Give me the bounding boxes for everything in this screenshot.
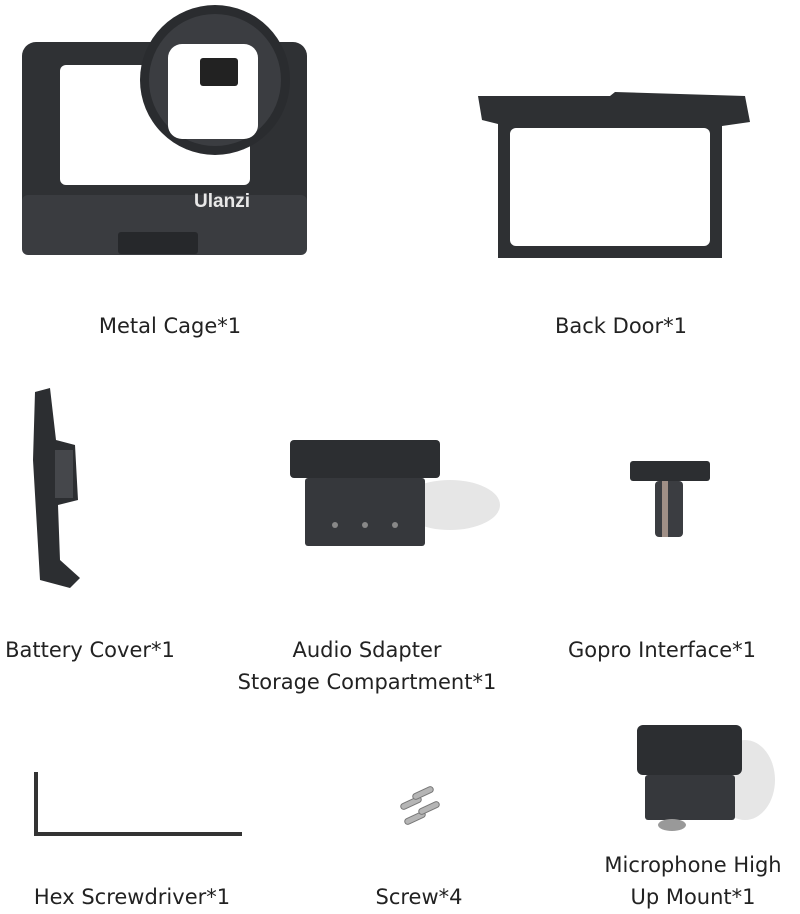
back-door-label: Back Door*1 [554,314,688,338]
hex-screwdriver-image [34,772,242,836]
microphone-mount-label-line2: Up Mount*1 [630,885,756,909]
microphone-mount-label: Microphone High Up Mount*1 [604,849,781,913]
battery-cover-image [33,388,80,588]
audio-adapter-label: Audio Sdapter Storage Compartment*1 [238,634,497,698]
metal-cage-label: Metal Cage*1 [98,314,242,338]
back-door-image [478,92,750,258]
audio-adapter-label-line1: Audio Sdapter [292,638,442,662]
hex-screwdriver-label: Hex Screwdriver*1 [33,885,231,909]
microphone-mount-label-line1: Microphone High [604,853,782,877]
gopro-interface-image [630,461,710,537]
ulanzi-logo: Ulanzi [194,191,250,212]
gopro-interface-label: Gopro Interface*1 [567,638,757,662]
audio-adapter-label-line2: Storage Compartment*1 [237,670,497,694]
microphone-mount-image [637,725,775,831]
metal-cage-image: Ulanzi [22,5,307,255]
screws-image [400,786,440,825]
audio-adapter-image [290,440,500,546]
screw-label: Screw*4 [375,885,463,909]
battery-cover-label: Battery Cover*1 [5,638,175,662]
